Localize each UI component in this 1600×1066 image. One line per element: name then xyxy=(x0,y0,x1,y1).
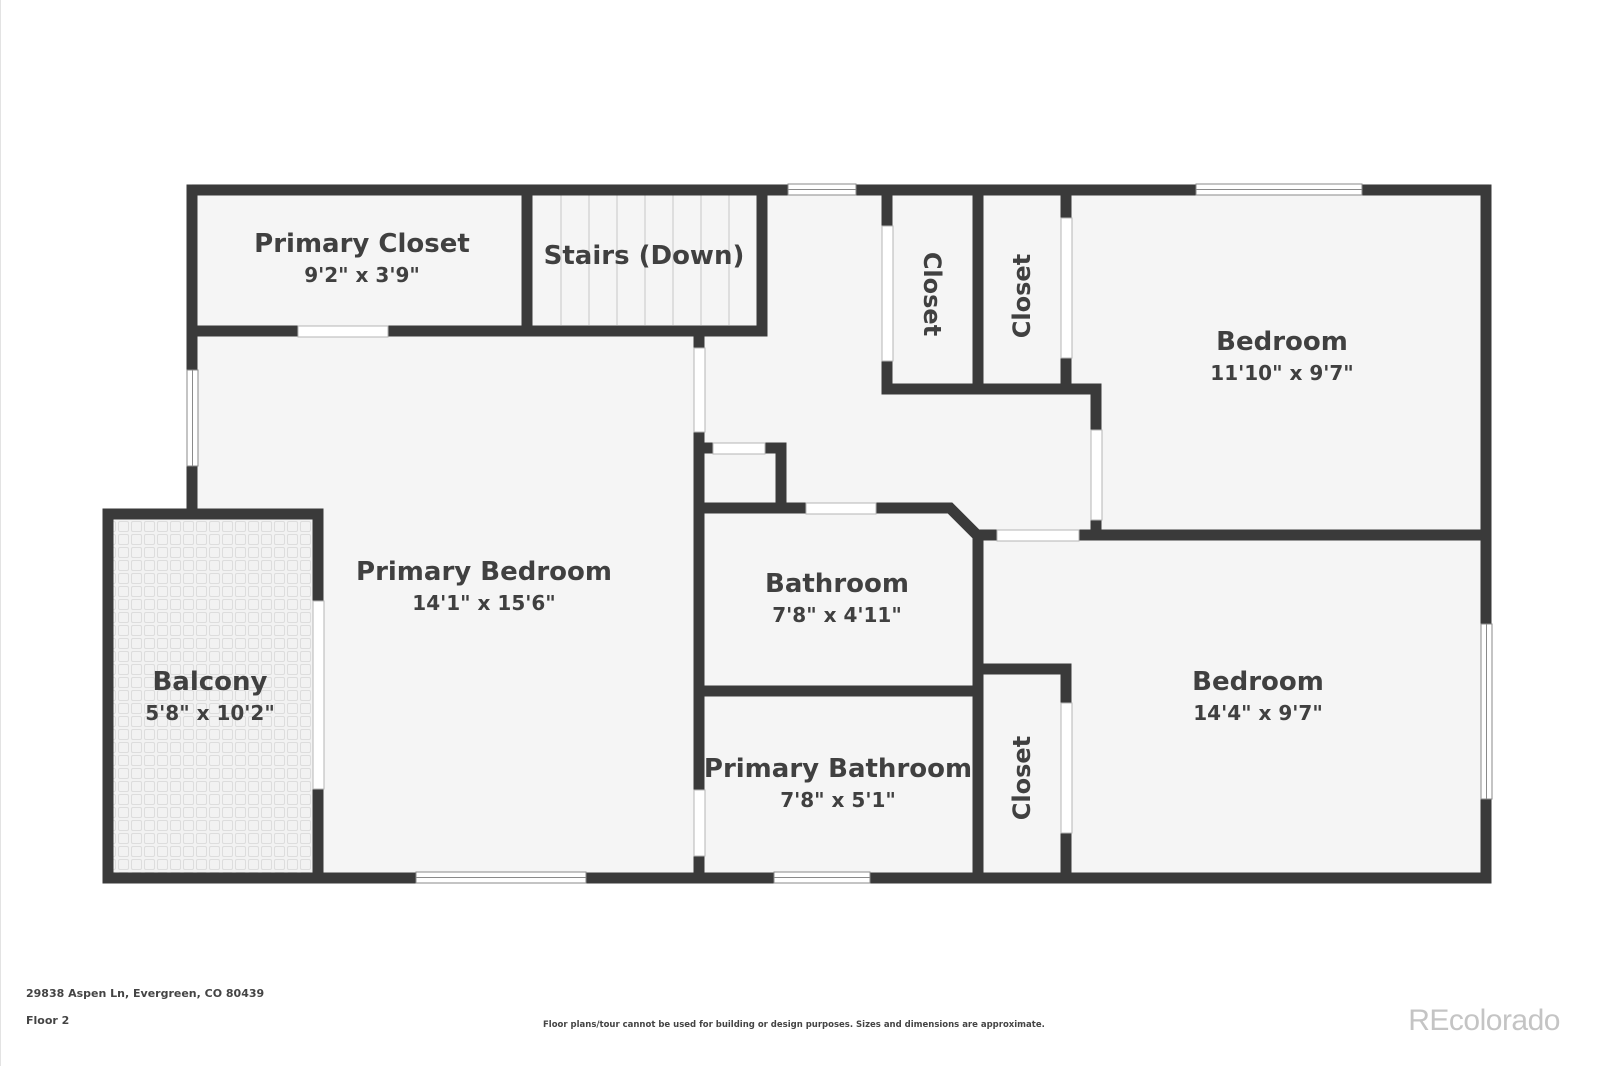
room-name-primary-bedroom: Primary Bedroom xyxy=(356,557,612,587)
room-dims-bathroom: 7'8" x 4'11" xyxy=(772,603,902,627)
room-dims-primary-bathroom: 7'8" x 5'1" xyxy=(780,788,896,812)
floor-label: Floor 2 xyxy=(26,1014,70,1027)
balcony-floor xyxy=(108,514,314,877)
room-dims-balcony: 5'8" x 10'2" xyxy=(145,701,275,725)
room-dims-bedroom-1: 11'10" x 9'7" xyxy=(1210,361,1353,385)
room-dims-bedroom-2: 14'4" x 9'7" xyxy=(1193,701,1323,725)
room-name-bathroom: Bathroom xyxy=(765,569,909,599)
room-dims-primary-closet: 9'2" x 3'9" xyxy=(304,263,420,287)
room-name-primary-bathroom: Primary Bathroom xyxy=(704,754,972,784)
room-dims-primary-bedroom: 14'1" x 15'6" xyxy=(412,591,555,615)
image-border xyxy=(0,0,1,1066)
stair-treads xyxy=(560,195,730,325)
room-name-closet-2: Closet xyxy=(1008,254,1036,338)
room-name-primary-closet: Primary Closet xyxy=(254,229,470,259)
disclaimer: Floor plans/tour cannot be used for buil… xyxy=(543,1020,1045,1030)
room-name-balcony: Balcony xyxy=(152,667,267,697)
brand-logo: REcolorado xyxy=(1408,1004,1560,1037)
room-name-bedroom-1: Bedroom xyxy=(1216,327,1348,357)
door-openings xyxy=(298,218,1102,856)
room-name-bedroom-2: Bedroom xyxy=(1192,667,1324,697)
door-opening-edges xyxy=(297,217,1103,857)
windows xyxy=(186,183,1493,884)
room-name-closet-3: Closet xyxy=(1008,736,1036,820)
room-name-closet-1: Closet xyxy=(918,252,946,336)
property-address: 29838 Aspen Ln, Evergreen, CO 80439 xyxy=(26,987,265,1000)
room-name-stairs: Stairs (Down) xyxy=(544,241,745,271)
